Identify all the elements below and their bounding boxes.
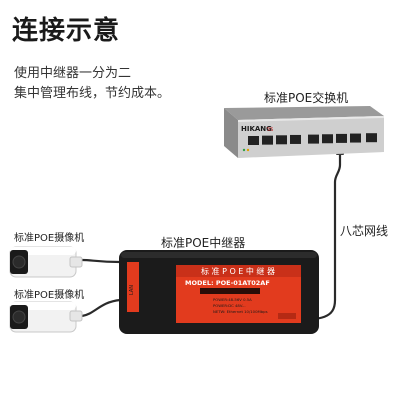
repeater-side-text: LAN	[129, 285, 135, 295]
camera-2-lens-icon	[12, 310, 26, 324]
camera-2	[9, 301, 83, 333]
repeater-cert-mark	[278, 313, 296, 319]
cable-repeater-to-camera1	[81, 258, 121, 264]
repeater-spec-3: NETW: Ethernet 10/100Mbps	[213, 309, 268, 314]
page-title: 连接示意	[12, 16, 121, 46]
switch-brand-text: HIKANG	[241, 125, 272, 133]
switch-port-group	[248, 133, 377, 145]
switch-port-5	[308, 134, 319, 144]
switch-label: 标准POE交换机	[264, 91, 349, 105]
switch-led-2	[246, 148, 250, 152]
switch-port-9	[366, 133, 377, 143]
description: 使用中继器一分为二 集中管理布线，节约成本。	[14, 64, 170, 104]
poe-switch: HIKANG SS	[224, 106, 384, 158]
description-line-2: 集中管理布线，节约成本。	[14, 86, 171, 101]
camera-1-lens-icon	[12, 255, 26, 269]
camera-2-label: 标准POE摄像机	[14, 290, 85, 301]
switch-port-6	[322, 134, 333, 144]
camera-1-label: 标准POE摄像机	[14, 233, 85, 244]
switch-port-8	[350, 133, 361, 143]
switch-port-2	[262, 135, 273, 145]
repeater-label: 标准POE中继器	[161, 236, 246, 250]
switch-port-3	[276, 135, 287, 145]
switch-port-7	[336, 133, 347, 143]
switch-port-4	[290, 134, 301, 144]
camera-1	[9, 246, 83, 278]
switch-brand-suffix: SS	[267, 127, 273, 133]
description-line-1: 使用中继器一分为二	[14, 66, 132, 81]
cable-repeater-to-camera2	[81, 298, 121, 318]
switch-port-1	[248, 136, 259, 145]
repeater-model-text: MODEL: POE-01AT02AF	[185, 279, 270, 287]
cable-label: 八芯网线	[340, 224, 389, 238]
repeater-side-label	[127, 262, 139, 312]
repeater-spec-2: POWER:DC 48V...	[213, 303, 246, 308]
repeater-barcode	[200, 288, 260, 294]
repeater-spec-1: POWER:48-56V 0.5A	[213, 297, 252, 302]
repeater-face-text: 标 准 P O E 中 继 器	[201, 266, 275, 276]
poe-repeater: LAN 标 准 P O E 中 继 器 MODEL: POE-01AT02AF …	[119, 250, 319, 334]
switch-led-1	[242, 148, 246, 152]
